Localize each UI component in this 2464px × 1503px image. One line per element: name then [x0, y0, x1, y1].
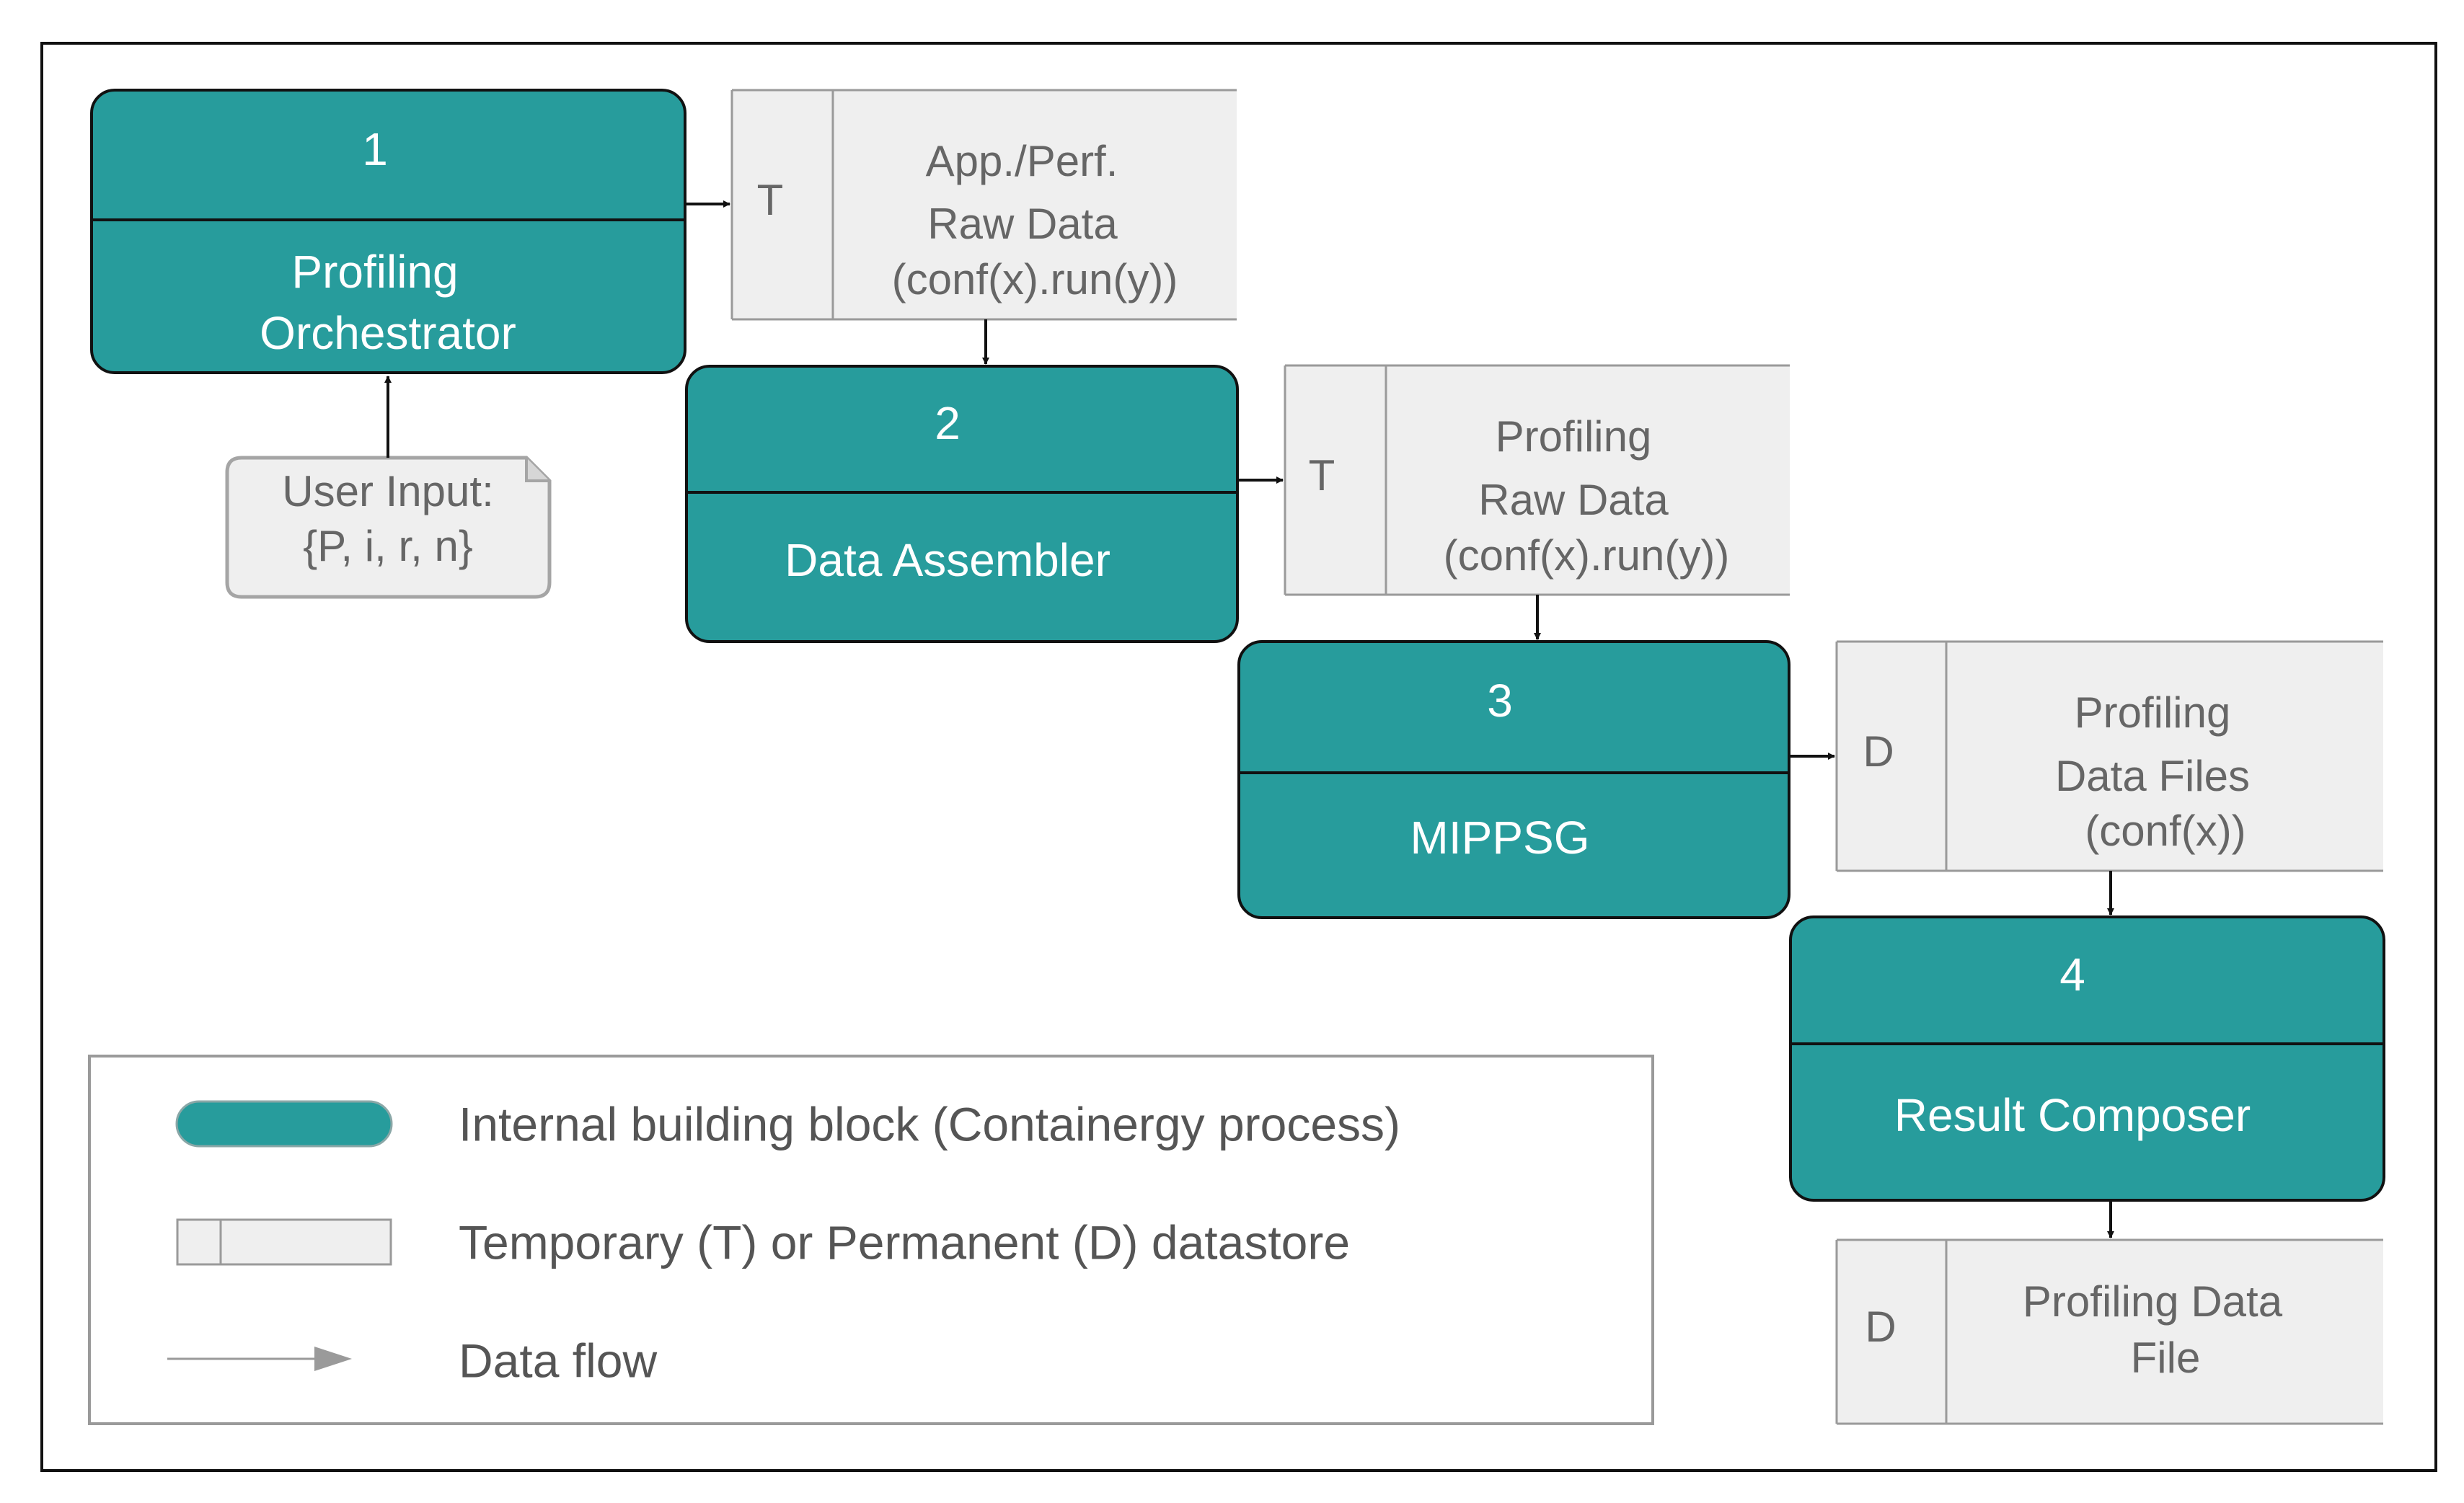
legend-flow-arrowhead-icon	[314, 1347, 352, 1371]
process-box	[1237, 640, 1790, 919]
datastore-label-line-3: (conf(x))	[2085, 807, 2246, 855]
process-1-profiling-orchestrator[interactable]: 1 Profiling Orchestrator	[90, 89, 686, 374]
datastore-box	[1837, 1240, 2383, 1424]
legend-datastore-swatch	[176, 1218, 392, 1266]
legend-process-label: Internal building block (Containergy pro…	[459, 1097, 1400, 1150]
process-label-line-1: Data Assembler	[785, 534, 1110, 586]
datastore-type: D	[1863, 727, 1894, 776]
datastore-label-line-1: Profiling	[2075, 688, 2231, 737]
datastore-label-line-2: Raw Data	[927, 200, 1118, 248]
legend-flow-label: Data flow	[459, 1334, 657, 1387]
process-3-mippsg[interactable]: 3 MIPPSG	[1237, 640, 1790, 919]
datastore-type: T	[757, 176, 784, 224]
process-box	[1789, 915, 2385, 1202]
datastore-box	[732, 90, 1237, 319]
datastore-box	[1285, 365, 1790, 595]
process-number: 2	[935, 397, 961, 449]
user-input-label-line-1: User Input:	[282, 467, 493, 515]
datastore-app-perf-raw-data[interactable]: T App./Perf. Raw Data (conf(x).run(y))	[730, 89, 1237, 321]
user-input-label-line-2: {P, i, r, n}	[303, 522, 473, 570]
process-label-line-1: Profiling	[291, 246, 458, 298]
datastore-label-line-1: App./Perf.	[926, 137, 1118, 185]
datastore-label-line-3: (conf(x).run(y))	[892, 255, 1178, 303]
datastore-profiling-data-file[interactable]: D Profiling Data File	[1835, 1238, 2383, 1425]
datastore-label-line-2: File	[2131, 1334, 2201, 1382]
process-number: 1	[362, 123, 388, 175]
legend-process-swatch	[175, 1100, 393, 1148]
datastore-label-line-2: Raw Data	[1478, 476, 1669, 524]
datastore-label-line-1: Profiling	[1496, 412, 1652, 461]
process-label-line-1: Result Composer	[1894, 1089, 2251, 1141]
process-box	[685, 365, 1239, 643]
datastore-label-line-3: (conf(x).run(y))	[1444, 531, 1730, 580]
datastore-profiling-raw-data[interactable]: T Profiling Raw Data (conf(x).run(y))	[1284, 364, 1790, 596]
flow-arrows	[384, 200, 2114, 1238]
datastore-box	[1837, 642, 2383, 871]
legend-datastore-label: Temporary (T) or Permanent (D) datastore	[459, 1215, 1350, 1269]
process-label-line-2: Orchestrator	[260, 307, 516, 359]
legend: Internal building block (Containergy pro…	[88, 1055, 1654, 1425]
datastore-type: T	[1309, 451, 1335, 500]
process-box	[90, 89, 686, 374]
note-fold-corner	[525, 458, 549, 482]
datastore-profiling-data-files[interactable]: D Profiling Data Files (conf(x))	[1835, 640, 2383, 872]
process-label-line-1: MIPPSG	[1410, 812, 1590, 864]
datastore-label-line-1: Profiling Data	[2023, 1277, 2283, 1326]
process-2-data-assembler[interactable]: 2 Data Assembler	[685, 365, 1239, 643]
process-number: 4	[2059, 949, 2085, 1001]
note-shape	[225, 456, 552, 599]
user-input-note[interactable]: User Input: {P, i, r, n}	[225, 456, 552, 599]
datastore-label-line-2: Data Files	[2055, 752, 2250, 800]
process-number: 3	[1487, 675, 1513, 727]
datastore-type: D	[1865, 1303, 1896, 1351]
process-4-result-composer[interactable]: 4 Result Composer	[1789, 915, 2385, 1202]
